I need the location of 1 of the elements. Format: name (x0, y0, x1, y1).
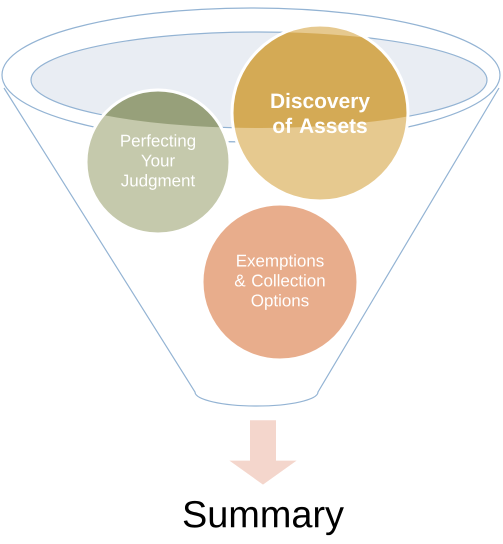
title-text: Summary (184, 500, 344, 536)
